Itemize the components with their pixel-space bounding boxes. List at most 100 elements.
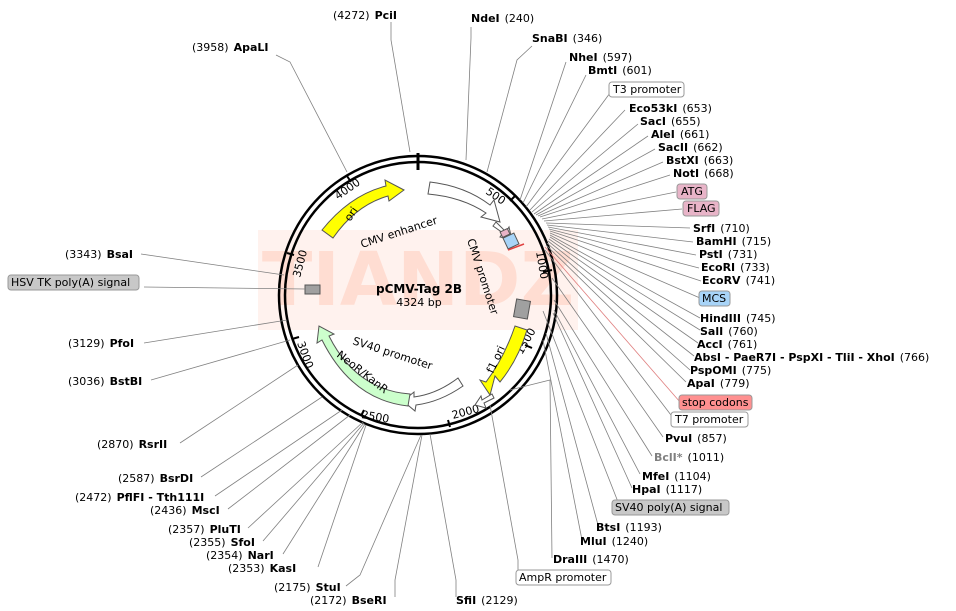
site-pflfi-pos: (2472) <box>75 491 112 504</box>
site-apali-name: ApaLI <box>234 41 269 54</box>
site-bseri-name: BseRI <box>352 594 387 607</box>
box-t7-promoter: T7 promoter <box>670 411 749 428</box>
leader-mfei <box>553 309 641 475</box>
leader-eco53ki <box>529 109 626 211</box>
site-sacii: SacII(662) <box>658 141 723 154</box>
leader-sfoi <box>262 422 365 542</box>
site-srfi-name: SrfI <box>693 222 715 235</box>
site-nari: (2354)NarI <box>206 549 274 562</box>
site-sfoi: (2355)SfoI <box>189 536 255 549</box>
site-mlui-pos: (1240) <box>612 535 649 548</box>
site-psti-name: PstI <box>699 248 723 261</box>
leader-hindiii <box>549 234 701 319</box>
plasmid-name: pCMV-Tag 2B <box>376 282 462 296</box>
site-bmti-pos: (601) <box>622 64 652 77</box>
site-mlui-name: MluI <box>580 535 607 548</box>
site-hindiii-pos: (745) <box>746 312 776 325</box>
site-ecorv-name: EcoRV <box>702 274 741 287</box>
site-rsrii-pos: (2870) <box>97 438 134 451</box>
leader-mlui <box>542 339 583 541</box>
site-rsrii: (2870) RsrII <box>97 438 167 451</box>
site-ndei-name: NdeI <box>471 12 500 25</box>
site-snabi-name: SnaBI <box>532 32 568 45</box>
leader-rsrii <box>179 364 299 444</box>
site-psti: PstI(731) <box>699 248 757 261</box>
sv40-promoter-arrow <box>402 377 464 412</box>
site-sali-pos: (760) <box>728 325 758 338</box>
stop-codon-mark <box>507 243 525 251</box>
leader-pspomi <box>546 242 691 371</box>
leader-alei <box>533 135 649 215</box>
site-srfi: SrfI (710) <box>693 222 750 235</box>
site-bstxi: BstXI(663) <box>666 154 733 167</box>
site-absi-pos: (766) <box>900 351 930 364</box>
box-ampr-label: AmpR promoter <box>519 571 607 584</box>
tick-3500 <box>286 252 295 256</box>
site-kasi-name: KasI <box>270 562 297 575</box>
site-bseri-pos: (2172) <box>310 594 347 607</box>
box-atg: ATG <box>676 183 708 200</box>
site-pfoi-name: PfoI <box>110 337 135 350</box>
site-srfi-pos: (710) <box>720 222 750 235</box>
site-pluti-pos: (2357) <box>168 523 205 536</box>
site-nhei-name: NheI <box>569 51 598 64</box>
leader-psti <box>547 226 697 256</box>
site-bstbi: (3036)BstBI <box>68 375 142 388</box>
site-bstxi-name: BstXI <box>666 154 699 167</box>
leader-sacii <box>535 148 656 216</box>
leader-sfii <box>429 433 457 597</box>
leader-bstxi <box>537 161 664 217</box>
leader-noti <box>539 174 671 218</box>
leader-bamhi <box>546 224 694 243</box>
site-pspomi: PspOMI(775) <box>690 364 771 377</box>
site-bmti: BmtI (601) <box>588 64 652 77</box>
site-stui-name: StuI <box>316 581 341 594</box>
site-pvui: PvuI(857) <box>665 432 727 445</box>
box-mcs-label: MCS <box>702 292 726 305</box>
leader-bsai <box>140 253 285 276</box>
leader-pflfi <box>214 409 343 497</box>
site-ecorv-pos: (741) <box>746 274 776 287</box>
site-draiii: DraIII(1470) <box>553 553 629 566</box>
leader-pfoi <box>143 319 288 344</box>
site-alei: AleI(661) <box>651 128 709 141</box>
site-bsai-name: BsaI <box>107 248 133 261</box>
site-pvui-name: PvuI <box>665 432 692 445</box>
box-ampr-promoter: AmpR promoter <box>515 569 612 586</box>
site-kasi-pos: (2353) <box>228 562 265 575</box>
leader-t7 <box>544 249 675 420</box>
site-bamhi: BamHI(715) <box>696 235 771 248</box>
site-kasi: (2353) KasI <box>228 562 296 575</box>
site-sacii-pos: (662) <box>693 141 723 154</box>
site-pfoi: (3129)PfoI <box>68 337 134 350</box>
site-bmti-name: BmtI <box>588 64 617 77</box>
leader-ampr <box>489 404 519 576</box>
ori-arrow <box>321 179 405 239</box>
site-nhei-pos: (597) <box>603 51 633 64</box>
leader-snabi <box>486 45 533 173</box>
leader-bsrdi <box>200 396 323 478</box>
leader-acci <box>548 238 699 344</box>
box-hsv-tk-label: HSV TK poly(A) signal <box>11 276 130 289</box>
box-stop-codons: stop codons <box>678 394 753 411</box>
site-absi-name: AbsI - PaeR7I - PspXI - TliI - XhoI <box>694 351 895 364</box>
site-hindiii: HindIII(745) <box>700 312 776 325</box>
leader-t3 <box>525 92 611 208</box>
feature-boxes: T3 promoter ATG FLAG MCS stop codons T7 … <box>7 81 753 586</box>
box-flag: FLAG <box>682 200 720 217</box>
site-eco53ki-pos: (653) <box>682 102 712 115</box>
leader-atg <box>541 191 677 220</box>
plasmid-length: 4324 bp <box>396 296 441 309</box>
site-noti-name: NotI <box>673 167 699 180</box>
tick-2500 <box>360 409 365 417</box>
box-sv40-polya-label: SV40 poly(A) signal <box>615 501 722 514</box>
box-stop-codons-label: stop codons <box>682 396 749 409</box>
site-bstbi-pos: (3036) <box>68 375 105 388</box>
site-bcli-name: BclI* <box>654 451 683 464</box>
site-btsi-pos: (1193) <box>625 521 662 534</box>
site-nari-name: NarI <box>248 549 274 562</box>
site-rsrii-name: RsrII <box>139 438 168 451</box>
f1-ori-arrow <box>478 325 528 397</box>
box-t3-promoter: T3 promoter <box>608 81 685 98</box>
